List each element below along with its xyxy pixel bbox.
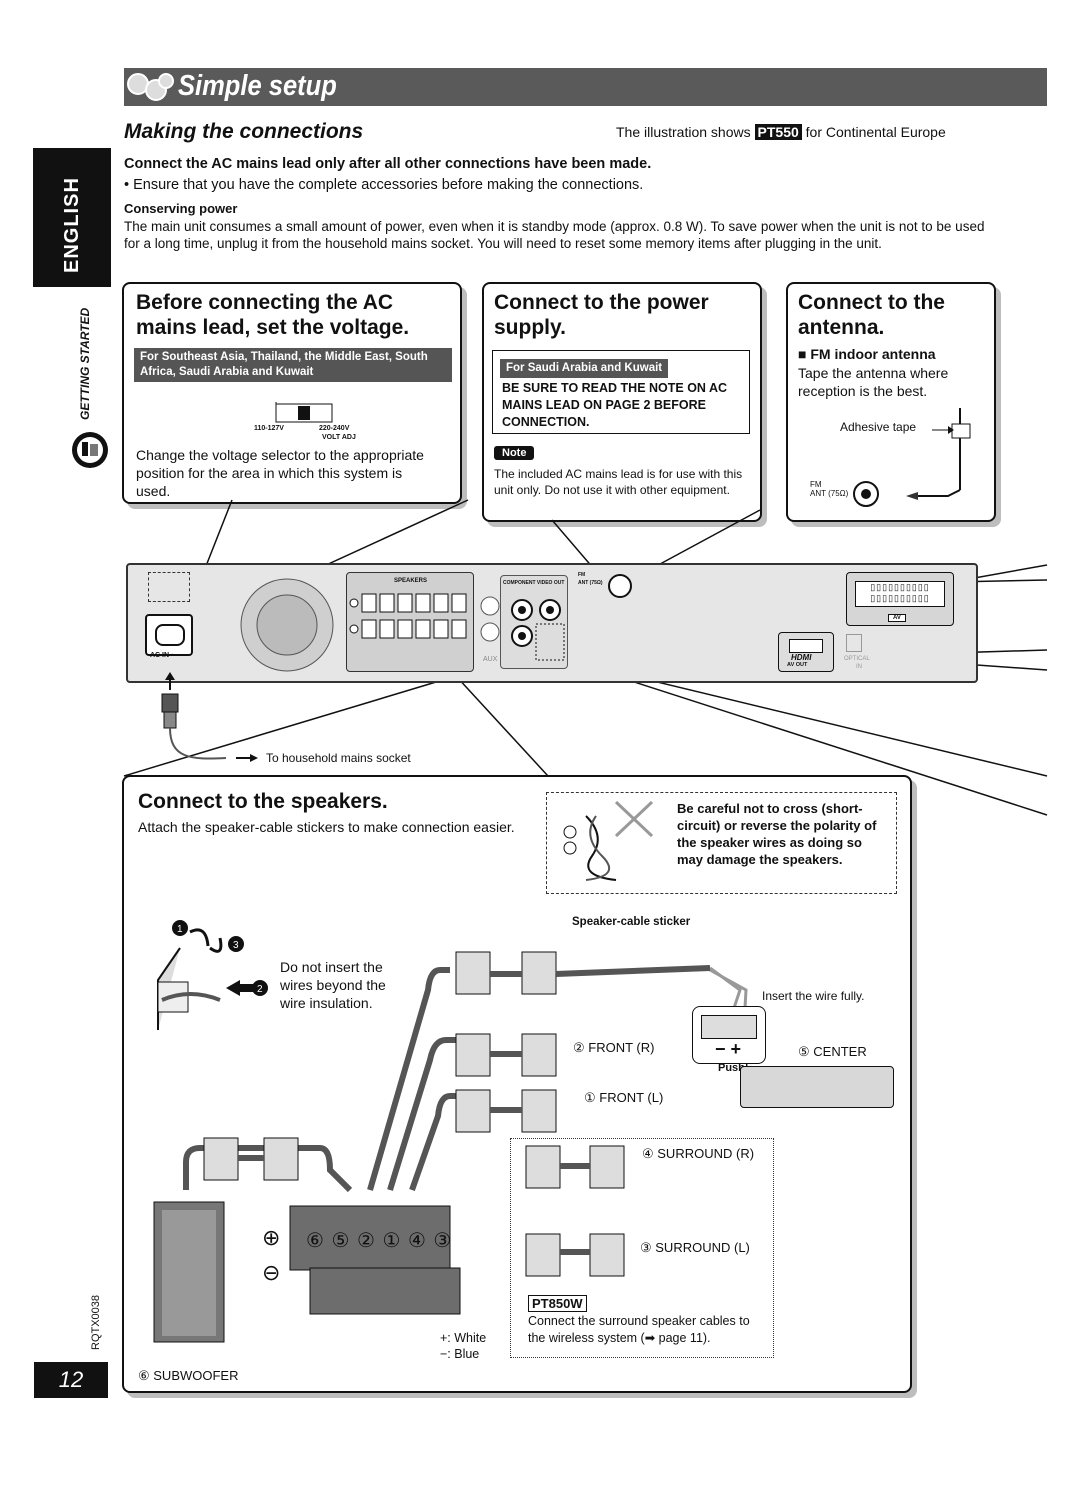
tape-label: Adhesive tape — [840, 420, 917, 434]
fm-text: Tape the antenna where reception is the … — [798, 365, 949, 399]
mains-plug-illustration — [161, 672, 258, 762]
voltage-text: Change the voltage selector to the appro… — [136, 447, 424, 499]
label-surround-l: ③ SURROUND (L) — [640, 1240, 750, 1255]
minus-symbol: ⊖ — [262, 1260, 281, 1285]
speakers-text: Attach the speaker-cable stickers to mak… — [138, 819, 515, 835]
pt850w-badge: PT850W — [528, 1295, 587, 1312]
voltage-title: Before connecting the AC mains lead, set… — [136, 291, 410, 339]
svg-text:1: 1 — [177, 924, 183, 935]
antenna-box: Connect to the antenna. ■ FM indoor ante… — [786, 282, 996, 522]
wire-insert-illustration: 1 3 2 — [157, 920, 268, 1030]
insert-note: Do not insert the wires beyond the wire … — [280, 959, 386, 1011]
speaker-logo-icon — [127, 73, 174, 101]
plus-white-label: +: White — [440, 1331, 487, 1345]
model-badge: PT550 — [754, 124, 802, 140]
sticker-label: Speaker-cable sticker — [572, 916, 691, 928]
setup-icon — [72, 432, 108, 468]
note-text: The included AC mains lead is for use wi… — [494, 467, 743, 497]
short-circuit-illustration — [563, 800, 654, 881]
optical-port[interactable] — [846, 634, 862, 652]
av-scart-port[interactable]: ▯▯▯▯▯▯▯▯▯▯▯▯▯▯▯▯▯▯▯▯ — [846, 572, 954, 626]
power-box: Connect to the power supply. For Saudi A… — [482, 282, 762, 522]
terminal-grid — [349, 593, 467, 639]
minus-blue-label: −: Blue — [440, 1347, 480, 1361]
speaker-cable-diagram — [153, 951, 748, 1343]
hdmi-av-out-port[interactable]: HDMI AV OUT — [778, 632, 834, 672]
plus-symbol: ⊕ — [262, 1225, 281, 1250]
label-surround-r: ④ SURROUND (R) — [642, 1146, 755, 1161]
conserving-title: Conserving power — [124, 201, 238, 216]
terminal-closeup: − + — [692, 1006, 766, 1064]
section-heading: Making the connections — [124, 120, 364, 143]
mains-socket-label: To household mains socket — [266, 751, 411, 765]
voltage-box: Before connecting the AC mains lead, set… — [122, 282, 462, 504]
wireless-text: Connect the surround speaker cables to t… — [528, 1314, 750, 1345]
label-subwoofer: ⑥ SUBWOOFER — [138, 1368, 239, 1383]
title-bar: Simple setup — [124, 68, 1047, 106]
speakers-title: Connect to the speakers. — [138, 790, 388, 813]
label-front-r: ② FRONT (R) — [573, 1040, 655, 1055]
conserving-text: The main unit consumes a small amount of… — [124, 219, 985, 251]
fan-grille — [240, 578, 334, 672]
page-title: Simple setup — [178, 70, 337, 102]
voltage-selector-icon — [275, 402, 333, 423]
ac-in-label: AC IN ~ — [150, 652, 176, 659]
mains-note-block: BE SURE TO READ THE NOTE ON AC MAINS LEA… — [502, 381, 728, 429]
accessories-bullet: • Ensure that you have the complete acce… — [124, 177, 644, 193]
polarity-warning: Be careful not to cross (short-circuit) … — [677, 801, 877, 867]
page-number: 12 — [34, 1362, 108, 1398]
fm-ant-port[interactable]: FM ANT (75Ω) — [578, 572, 632, 602]
label-front-l: ① FRONT (L) — [584, 1090, 664, 1105]
ac-inlet[interactable] — [145, 614, 193, 656]
polarity-warning-box — [546, 792, 897, 894]
mains-warning: Connect the AC mains lead only after all… — [124, 156, 652, 172]
label-center: ⑤ CENTER — [798, 1044, 867, 1059]
language-tab: ENGLISH — [33, 148, 111, 287]
antenna-title: Connect to the antenna. — [798, 291, 945, 339]
fm-antenna-illustration — [853, 408, 971, 507]
note-badge: Note — [494, 446, 535, 460]
center-speaker-illustration — [740, 1066, 894, 1108]
illustration-note: The illustration shows PT550 for Contine… — [616, 124, 946, 140]
svg-text:3: 3 — [233, 940, 239, 951]
fm-title: ■ FM indoor antenna — [798, 346, 936, 362]
power-title: Connect to the power supply. — [494, 291, 709, 339]
insert-fully-note: Insert the wire fully. — [762, 989, 865, 1003]
svg-text:2: 2 — [257, 984, 263, 995]
power-region: For Saudi Arabia and Kuwait — [500, 359, 669, 378]
terminal-numbers: ⑥ ⑤ ② ① ④ ③ — [306, 1230, 453, 1252]
voltage-region: For Southeast Asia, Thailand, the Middle… — [134, 348, 452, 382]
pt850w-box — [510, 1138, 774, 1358]
component-video-out[interactable] — [500, 575, 568, 669]
